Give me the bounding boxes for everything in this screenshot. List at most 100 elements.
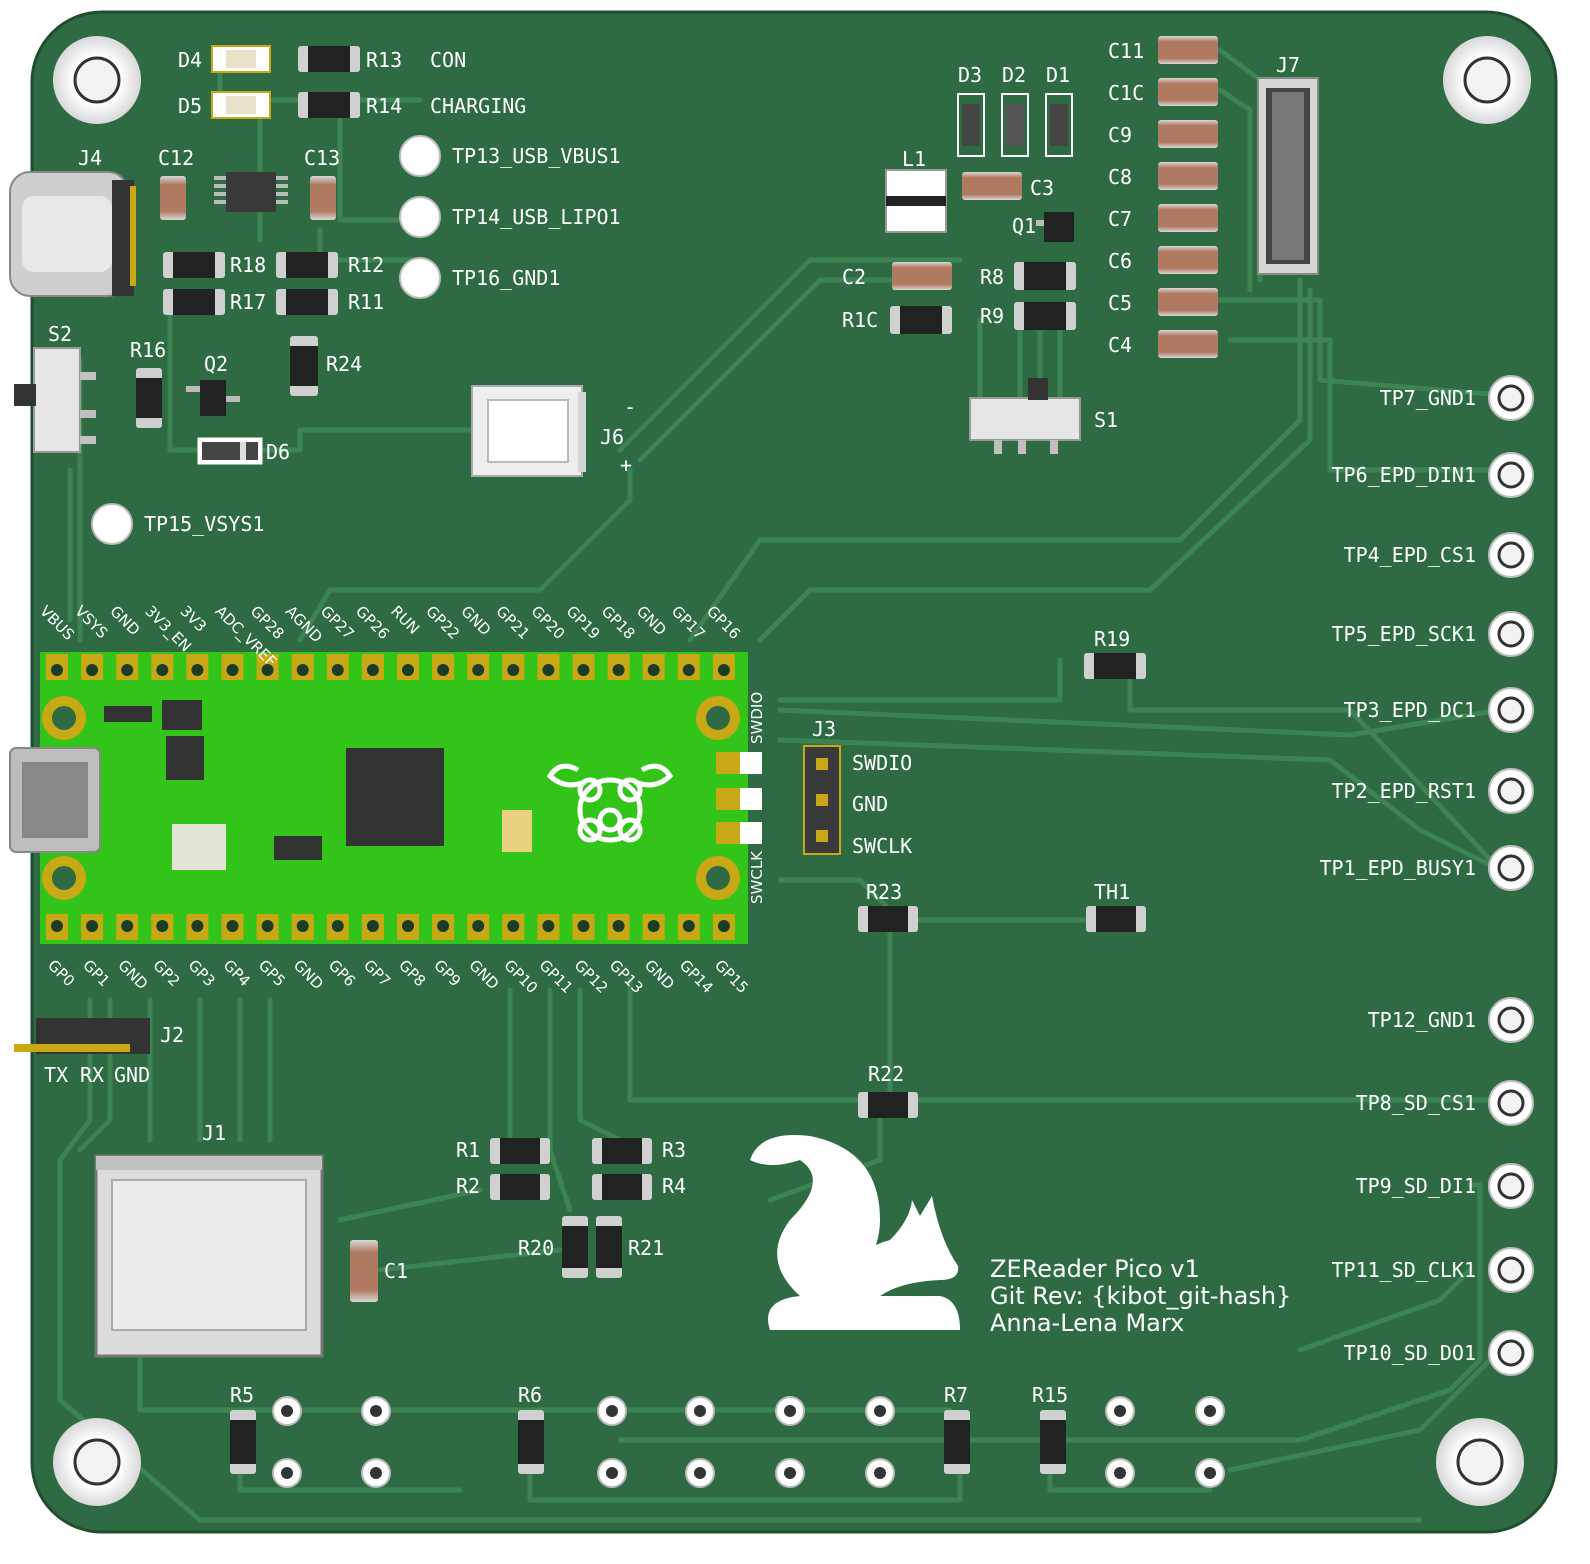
button-pad[interactable] — [272, 1396, 302, 1426]
swd-header-j3[interactable] — [803, 745, 841, 855]
battery-connector-j6[interactable] — [471, 385, 586, 477]
label-charging: CHARGING — [430, 94, 526, 118]
uart-header-j2[interactable] — [14, 1018, 150, 1054]
resistor-r10 — [890, 306, 952, 334]
ref-c11: C11 — [1108, 39, 1144, 63]
ref-c9: C9 — [1108, 123, 1132, 147]
ref-th1: TH1 — [1094, 880, 1130, 904]
button-pad[interactable] — [1195, 1396, 1225, 1426]
ref-r4: R4 — [662, 1174, 686, 1198]
resistor-r4 — [592, 1174, 652, 1200]
ref-r23: R23 — [866, 880, 902, 904]
ref-d2: D2 — [1002, 63, 1026, 87]
testpoint-tp15[interactable] — [91, 503, 133, 545]
ref-d1: D1 — [1046, 63, 1070, 87]
pico-bottom-pad-12 — [467, 914, 490, 940]
label-j6-minus: - — [624, 395, 636, 419]
ref-l1: L1 — [902, 147, 926, 171]
capacitor-c3 — [962, 172, 1022, 200]
ref-j6: J6 — [600, 425, 624, 449]
button-pad[interactable] — [685, 1396, 715, 1426]
pico-top-pad-12 — [467, 654, 490, 680]
testpoint-right[interactable] — [1488, 452, 1534, 498]
mounting-hole-br — [1436, 1418, 1524, 1506]
testpoint-right[interactable] — [1488, 687, 1534, 733]
ref-j3: J3 — [812, 717, 836, 741]
testpoint-tp16[interactable] — [399, 257, 441, 299]
pico-top-pin-row — [46, 654, 735, 680]
usb-c-connector-j4 — [9, 171, 136, 297]
button-pad[interactable] — [597, 1458, 627, 1488]
pico-bottom-pad-15 — [572, 914, 595, 940]
button-pad[interactable] — [1105, 1458, 1135, 1488]
button-pad[interactable] — [775, 1396, 805, 1426]
pico-bottom-pad-9 — [361, 914, 384, 940]
testpoint-right[interactable] — [1488, 375, 1534, 421]
slide-switch-s2[interactable] — [14, 347, 96, 453]
button-pad[interactable] — [1105, 1396, 1135, 1426]
testpoint-right[interactable] — [1488, 768, 1534, 814]
pico-top-pad-2 — [116, 654, 139, 680]
ref-q1: Q1 — [1012, 214, 1036, 238]
fpc-connector-j7[interactable] — [1257, 77, 1319, 275]
testpoint-tp14[interactable] — [399, 196, 441, 238]
capacitor-c11 — [1158, 36, 1218, 64]
slide-switch-s1[interactable] — [969, 378, 1081, 454]
ref-r16: R16 — [130, 338, 166, 362]
label-j2-gnd: GND — [114, 1063, 150, 1087]
diode-d3 — [957, 93, 985, 157]
resistor-r14 — [298, 92, 360, 118]
pico-top-pad-3 — [151, 654, 174, 680]
button-pad[interactable] — [865, 1396, 895, 1426]
testpoint-tp13[interactable] — [399, 135, 441, 177]
button-pad[interactable] — [1195, 1458, 1225, 1488]
raspberry-logo — [546, 763, 674, 843]
ref-r10: R1C — [842, 308, 878, 332]
resistor-r21 — [596, 1216, 622, 1278]
testpoint-right[interactable] — [1488, 1247, 1534, 1293]
testpoint-right[interactable] — [1488, 1080, 1534, 1126]
button-pad[interactable] — [865, 1458, 895, 1488]
logo-line3: Anna-Lena Marx — [990, 1309, 1184, 1337]
pico-bottom-pad-13 — [502, 914, 525, 940]
button-pad[interactable] — [361, 1458, 391, 1488]
capacitor-c1 — [350, 1240, 378, 1302]
mounting-hole-tr — [1443, 36, 1531, 124]
testpoint-right[interactable] — [1488, 532, 1534, 578]
transistor-q1 — [1036, 212, 1074, 242]
resistor-r16 — [136, 368, 162, 428]
button-pad[interactable] — [685, 1458, 715, 1488]
raspberry-pi-pico-module: SWDIO SWCLK — [9, 652, 766, 944]
ref-j1: J1 — [202, 1121, 226, 1145]
ic-charger — [214, 172, 288, 212]
label-j3-swclk: SWCLK — [852, 834, 912, 858]
squirrel-logo — [750, 1135, 960, 1330]
ref-c6: C6 — [1108, 249, 1132, 273]
testpoint-right-label: TP5_EPD_SCK1 — [1332, 622, 1477, 646]
label-tp16: TP16_GND1 — [452, 266, 560, 290]
mounting-hole-tl — [53, 36, 141, 124]
resistor-r24 — [290, 336, 318, 396]
ref-c12: C12 — [158, 146, 194, 170]
testpoint-right[interactable] — [1488, 845, 1534, 891]
button-pad[interactable] — [775, 1458, 805, 1488]
ref-r24: R24 — [326, 352, 362, 376]
button-pad[interactable] — [272, 1458, 302, 1488]
pico-bottom-pad-14 — [537, 914, 560, 940]
testpoint-right-label: TP2_EPD_RST1 — [1332, 779, 1477, 803]
ref-r22: R22 — [868, 1062, 904, 1086]
label-tp15: TP15_VSYS1 — [144, 512, 264, 536]
label-con: CON — [430, 48, 466, 72]
button-pad[interactable] — [361, 1396, 391, 1426]
testpoint-right[interactable] — [1488, 611, 1534, 657]
microsd-socket-j1[interactable] — [94, 1154, 324, 1358]
pico-bottom-pad-18 — [677, 914, 700, 940]
testpoint-right[interactable] — [1488, 1163, 1534, 1209]
testpoint-right[interactable] — [1488, 1330, 1534, 1376]
button-pad[interactable] — [597, 1396, 627, 1426]
ref-r12: R12 — [348, 253, 384, 277]
resistor-r6 — [518, 1410, 544, 1474]
thermistor-th1 — [1086, 906, 1146, 932]
testpoint-right[interactable] — [1488, 997, 1534, 1043]
resistor-r17 — [163, 289, 225, 315]
